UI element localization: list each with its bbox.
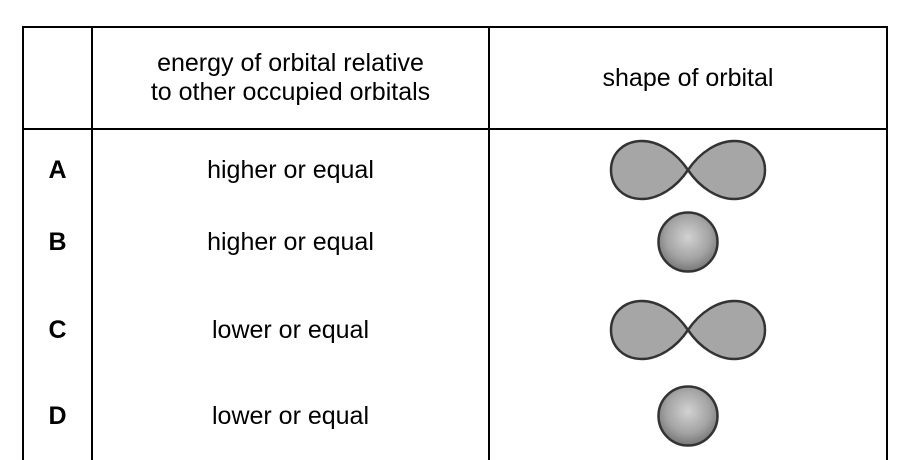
table-row-option: B	[24, 212, 91, 272]
option-label-d: D	[48, 401, 67, 430]
table-row-shape	[490, 130, 886, 210]
header-energy-label-line-2: to other occupied orbitals	[150, 78, 431, 106]
option-label-c: C	[48, 315, 67, 344]
p-orbital-icon	[609, 139, 767, 201]
s-orbital-icon	[657, 385, 719, 447]
table-left-border	[22, 26, 24, 460]
table-row-energy: lower or equal	[93, 300, 488, 360]
table-row-option: C	[24, 300, 91, 360]
header-energy-cell: energy of orbital relative to other occu…	[93, 28, 488, 128]
table-top-border	[22, 26, 888, 28]
table-row-option: A	[24, 140, 91, 200]
table-right-border	[886, 26, 888, 460]
p-orbital-icon	[609, 299, 767, 361]
table-row-shape	[490, 290, 886, 370]
table-row-energy: higher or equal	[93, 212, 488, 272]
option-label-b: B	[48, 227, 67, 256]
table-column-divider-2	[488, 26, 490, 460]
table-row-energy: lower or equal	[93, 386, 488, 446]
s-orbital-icon	[657, 211, 719, 273]
table-column-divider-1	[91, 26, 93, 460]
energy-value-b: higher or equal	[207, 227, 374, 256]
header-energy-label-line-1: energy of orbital relative	[157, 49, 424, 77]
energy-value-d: lower or equal	[211, 401, 370, 430]
table-row-shape	[490, 378, 886, 454]
header-option-cell	[24, 28, 91, 128]
header-shape-cell: shape of orbital	[490, 28, 886, 128]
header-shape-label: shape of orbital	[602, 63, 774, 92]
table-row-option: D	[24, 386, 91, 446]
table-row-shape	[490, 204, 886, 280]
option-label-a: A	[48, 155, 67, 184]
energy-value-a: higher or equal	[207, 155, 374, 184]
table-row-energy: higher or equal	[93, 140, 488, 200]
table-header-divider	[22, 128, 888, 130]
energy-value-c: lower or equal	[211, 315, 370, 344]
